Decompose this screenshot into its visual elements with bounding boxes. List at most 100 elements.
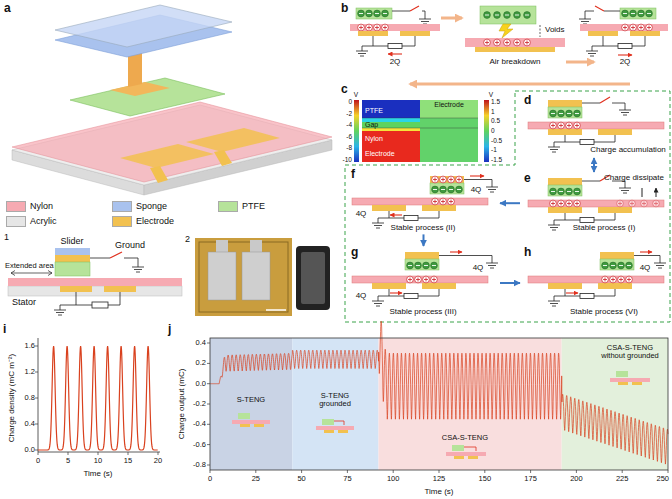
annotation: Charge density (mC m⁻²) (8, 354, 17, 442)
process-region-part (626, 276, 633, 283)
process-region-part (390, 214, 402, 215)
process-region-part (470, 175, 484, 176)
panel-letter: b (341, 2, 348, 15)
legend-swatch (218, 201, 238, 212)
breakdown-schematic-part (388, 44, 402, 49)
breakdown-schematic-part (585, 11, 620, 16)
annotation: 2Q (390, 58, 401, 67)
process-region-part (456, 176, 463, 183)
chart-j-part-part (618, 382, 628, 385)
potential-map-part (362, 100, 420, 118)
cross-section-part (110, 252, 122, 258)
process-region-part (432, 176, 439, 183)
annotation: 2 (185, 235, 190, 245)
device-photo-part (266, 309, 286, 311)
tick-label: Extended area (5, 262, 54, 270)
process-region-part (439, 256, 492, 261)
process-region-part (486, 184, 498, 192)
process-region-part (642, 188, 656, 197)
breakdown-schematic-part (646, 10, 653, 17)
tick-label: -0.8 (193, 461, 206, 469)
tick-label: PTFE (365, 107, 383, 115)
breakdown-schematic-part (524, 12, 531, 19)
chart-i-part (35, 346, 158, 455)
chart-j-part-part (334, 421, 344, 425)
tick-label: 0 (491, 127, 495, 134)
tick-label: 0 (348, 98, 352, 105)
breakdown-schematic-part (592, 36, 645, 48)
process-region-part (415, 262, 422, 269)
breakdown-schematic-part (586, 48, 598, 56)
process-region-part (528, 276, 664, 306)
panel-letter: e (524, 172, 531, 185)
breakdown-schematic-part (419, 16, 431, 24)
legend-entry: Acrylic (6, 216, 57, 227)
process-panel: gStable process (III)4Q4Q (347, 246, 500, 320)
chart-j-part-part (316, 426, 354, 430)
tick-label: V (489, 91, 493, 98)
exploded-view-part (214, 150, 232, 166)
breakdown-schematic-part (504, 39, 511, 46)
potential-map (354, 100, 489, 162)
chart-j-part-part (322, 419, 334, 425)
tick-label: 0.0 (25, 446, 35, 454)
panel-caption: Stable process (VI) (570, 308, 638, 317)
process-region-part (654, 260, 666, 268)
breakdown-schematic-part (499, 24, 513, 38)
tick-label: 225 (616, 475, 629, 483)
legend-text: Electrode (136, 217, 174, 227)
tick-label: S-TENG (237, 396, 265, 404)
device-photo-part (301, 252, 325, 304)
breakdown-schematic-part (622, 10, 629, 17)
tick-label: 1.5 (491, 98, 500, 105)
cross-section-part (8, 278, 182, 286)
tick-label: -0.4 (193, 420, 206, 428)
tick-label: 0.4 (25, 420, 35, 428)
process-region-part (432, 186, 439, 193)
process-region-part (550, 188, 557, 195)
chart-j-part-part (464, 447, 476, 451)
chart-j-part (210, 338, 668, 470)
breakdown-schematic-part (374, 24, 381, 31)
chart-i (35, 338, 160, 455)
legend-entry: PTFE (218, 201, 265, 212)
breakdown-schematic-part (362, 36, 415, 48)
legend-text: Acrylic (30, 217, 57, 227)
tick-label: -0.2 (193, 400, 206, 408)
chart-i-part (38, 346, 158, 450)
potential-map-part (362, 118, 478, 128)
process-region-part (619, 107, 631, 115)
tick-label: -1 (491, 147, 497, 154)
process-region-part (619, 185, 631, 193)
exploded-view-part (55, 5, 232, 47)
tick-label: V (354, 91, 358, 98)
chart-j-part-part (232, 420, 270, 424)
tick-label: 1.6 (25, 342, 35, 350)
process-region-part (407, 276, 414, 283)
tick-label: Electrode (365, 150, 395, 158)
tick-label: -0.6 (193, 440, 206, 448)
device-photo-part (208, 252, 236, 300)
chart-j-part-part (452, 445, 464, 451)
breakdown-schematic-part (540, 25, 541, 37)
exploded-view (12, 5, 332, 195)
tick-label: 1.2 (25, 368, 35, 376)
chart-j-part (232, 371, 650, 459)
process-region-part (431, 276, 438, 283)
process-region-part (566, 122, 573, 129)
breakdown-schematic-part (514, 12, 521, 19)
breakdown-schematic-part (620, 8, 656, 19)
process-region-part (448, 176, 455, 183)
breakdown-schematic-part (638, 10, 645, 17)
cross-section-part (55, 248, 90, 255)
process-region-part-part (641, 200, 648, 207)
breakdown-schematic-part (356, 8, 392, 19)
tick-label: 150 (479, 475, 492, 483)
legend-swatch (6, 216, 26, 227)
breakdown-schematic-part (630, 24, 637, 31)
device-photo-part (195, 238, 292, 316)
breakdown-schematic-part (441, 17, 462, 20)
chart-j-part-part (254, 424, 264, 427)
tick-label: 0.0 (196, 380, 206, 388)
